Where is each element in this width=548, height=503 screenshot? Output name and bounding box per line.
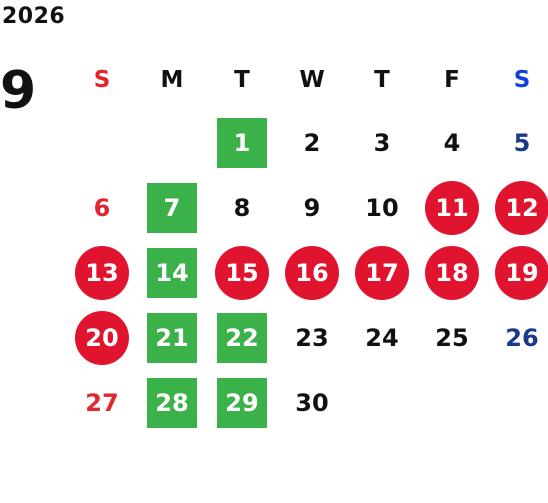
weekday-header: M [160, 67, 184, 93]
day-cell: 23 [277, 305, 347, 370]
day-cell: 19 [487, 240, 548, 305]
day-number: 5 [513, 128, 531, 157]
weekday-header: T [234, 67, 250, 93]
month-label: 9 [0, 61, 37, 121]
day-number: 14 [147, 247, 197, 298]
year-label: 2026 [2, 4, 66, 29]
day-number: 2 [303, 128, 321, 157]
weekday-header: F [444, 67, 460, 93]
day-cell: 30 [277, 370, 347, 435]
day-number: 12 [495, 180, 548, 235]
day-cell: 5 [487, 110, 548, 175]
day-number: 6 [93, 193, 111, 222]
day-number: 22 [217, 312, 267, 363]
day-number: 20 [75, 310, 129, 365]
day-cell: 10 [347, 175, 417, 240]
day-cell: 20 [67, 305, 137, 370]
day-number: 26 [505, 323, 539, 352]
empty-day-cell [67, 110, 137, 175]
day-number: 19 [495, 245, 548, 300]
day-number: 24 [365, 323, 399, 352]
day-cell: 24 [347, 305, 417, 370]
day-cell: 8 [207, 175, 277, 240]
day-number: 25 [435, 323, 469, 352]
day-number: 4 [443, 128, 461, 157]
weekday-header: S [93, 67, 111, 93]
day-cell: 29 [207, 370, 277, 435]
day-number: 11 [425, 180, 479, 235]
day-number: 27 [85, 388, 119, 417]
day-cell: 15 [207, 240, 277, 305]
weekday-header: T [374, 67, 390, 93]
empty-day-cell [347, 370, 417, 435]
day-number: 29 [217, 377, 267, 428]
day-number: 18 [425, 245, 479, 300]
day-number: 17 [355, 245, 409, 300]
day-cell: 1 [207, 110, 277, 175]
day-number: 3 [373, 128, 391, 157]
day-number: 23 [295, 323, 329, 352]
day-number: 28 [147, 377, 197, 428]
empty-day-cell [137, 110, 207, 175]
weekday-header: W [299, 67, 325, 93]
day-cell: 25 [417, 305, 487, 370]
day-cell: 13 [67, 240, 137, 305]
day-cell: 28 [137, 370, 207, 435]
empty-day-cell [417, 370, 487, 435]
day-number: 8 [233, 193, 251, 222]
day-number: 16 [285, 245, 339, 300]
day-cell: 16 [277, 240, 347, 305]
day-number: 21 [147, 312, 197, 363]
day-cell: 27 [67, 370, 137, 435]
day-cell: 3 [347, 110, 417, 175]
day-cell: 14 [137, 240, 207, 305]
day-number: 1 [217, 117, 267, 168]
weekday-header: S [513, 67, 531, 93]
day-cell: 21 [137, 305, 207, 370]
day-cell: 6 [67, 175, 137, 240]
day-number: 13 [75, 245, 129, 300]
day-cell: 26 [487, 305, 548, 370]
empty-day-cell [487, 370, 548, 435]
day-number: 30 [295, 388, 329, 417]
day-number: 7 [147, 182, 197, 233]
day-number: 9 [303, 193, 321, 222]
day-number: 15 [215, 245, 269, 300]
day-number: 10 [365, 193, 399, 222]
day-cell: 17 [347, 240, 417, 305]
day-cell: 18 [417, 240, 487, 305]
day-cell: 9 [277, 175, 347, 240]
day-cell: 22 [207, 305, 277, 370]
day-cell: 4 [417, 110, 487, 175]
day-cell: 2 [277, 110, 347, 175]
day-cell: 7 [137, 175, 207, 240]
day-cell: 11 [417, 175, 487, 240]
day-cell: 12 [487, 175, 548, 240]
